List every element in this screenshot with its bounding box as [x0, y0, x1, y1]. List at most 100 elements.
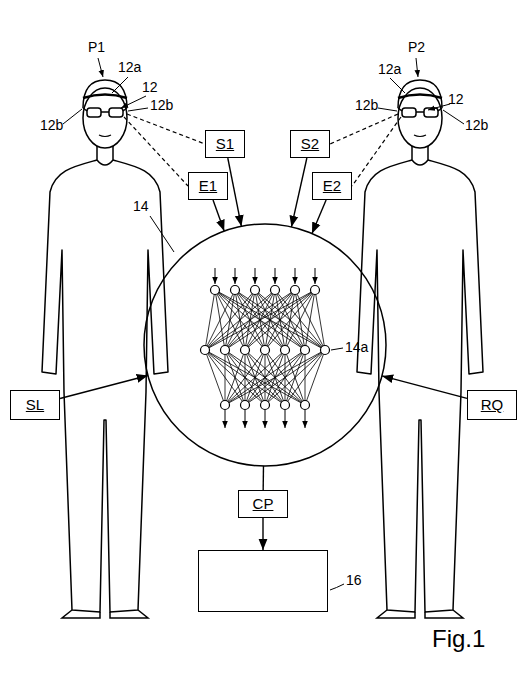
- synapse-line: [225, 350, 226, 405]
- callout-number: 12b: [355, 98, 378, 113]
- input-arrow: [315, 268, 316, 284]
- output-arrow: [245, 410, 246, 428]
- signal-arrow: [262, 466, 264, 490]
- leader-line: [443, 110, 464, 124]
- box-label: S2: [301, 136, 319, 153]
- callout-number: 12a: [378, 62, 401, 77]
- synapse-line: [205, 350, 225, 405]
- leader-arrow: [428, 104, 450, 110]
- synapse-line: [205, 290, 315, 350]
- synapse-line: [225, 350, 265, 405]
- neuron: [301, 346, 310, 355]
- leader-line: [128, 108, 148, 111]
- sensor-box: E2: [312, 172, 352, 200]
- input-arrow: [235, 268, 236, 284]
- synapse-line: [225, 350, 285, 405]
- input-arrow: [295, 268, 296, 284]
- callout-number: 12b: [40, 118, 63, 133]
- synapse-line: [225, 350, 305, 405]
- box-label: E1: [199, 178, 217, 195]
- synapse-line: [305, 290, 315, 350]
- leader-line: [331, 348, 343, 350]
- neuron: [311, 286, 320, 295]
- signal-arrow: [228, 158, 242, 226]
- leader-arrow: [416, 58, 418, 77]
- leader-line: [150, 216, 174, 252]
- dashed-beam: [352, 117, 401, 186]
- output-arrow: [285, 410, 286, 428]
- box-label: SL: [26, 397, 44, 414]
- synapse-line: [265, 290, 315, 350]
- callout-number: 12b: [150, 98, 173, 113]
- sensor-box: S2: [290, 130, 330, 158]
- callout-number: 12a: [118, 60, 141, 75]
- box-label: E2: [323, 178, 341, 195]
- dashed-beam: [127, 114, 205, 144]
- synapse-line: [205, 350, 305, 405]
- figure-number: Fig.1: [432, 626, 485, 652]
- person-right: [357, 80, 483, 618]
- synapse-line: [205, 290, 255, 350]
- neural-network: [201, 268, 330, 428]
- synapse-line: [245, 350, 325, 405]
- synapse-line: [205, 290, 215, 350]
- synapse-line: [205, 290, 295, 350]
- synapse-line: [205, 350, 265, 405]
- neuron: [221, 401, 230, 410]
- leader-lines: [63, 58, 464, 590]
- signal-arrow: [382, 376, 467, 398]
- synapse-line: [205, 350, 285, 405]
- output-arrow: [265, 410, 266, 428]
- neuron: [211, 286, 220, 295]
- box-label: RQ: [481, 397, 504, 414]
- result-box: 16: [198, 550, 328, 612]
- neuron: [281, 346, 290, 355]
- person-left: [42, 80, 168, 618]
- leader-line: [330, 584, 344, 590]
- synapse-line: [205, 290, 275, 350]
- synapse-line: [295, 290, 325, 350]
- box-label: S1: [216, 136, 234, 153]
- leader-line: [390, 78, 405, 93]
- box-label: CP: [253, 496, 274, 513]
- sensor-box: E1: [188, 172, 228, 200]
- synapse-line: [235, 290, 325, 350]
- neuron: [231, 286, 240, 295]
- input-box: RQ: [467, 390, 517, 420]
- neuron: [251, 286, 260, 295]
- neuron: [291, 286, 300, 295]
- synapse-line: [255, 290, 325, 350]
- synapse-line: [275, 290, 325, 350]
- input-arrow: [275, 268, 276, 284]
- leader-line: [112, 77, 128, 93]
- synapse-line: [285, 290, 315, 350]
- synapse-line: [265, 350, 325, 405]
- circle-outline: [144, 224, 386, 466]
- synapse-line: [225, 350, 245, 405]
- callout-number: P1: [88, 40, 105, 55]
- neuron: [241, 401, 250, 410]
- synapse-line: [315, 290, 325, 350]
- synapse-line: [205, 350, 245, 405]
- synapse-line: [225, 350, 325, 405]
- synapse-line: [225, 350, 305, 405]
- output-box: CP: [238, 490, 288, 518]
- synapse-line: [225, 290, 315, 350]
- signal-arrow: [291, 158, 306, 227]
- leader-arrow: [121, 96, 146, 108]
- neuron: [261, 346, 270, 355]
- synapse-line: [215, 290, 325, 350]
- callout-number: 14a: [345, 340, 368, 355]
- signal-arrow: [213, 200, 224, 231]
- neuron: [221, 346, 230, 355]
- neuron: [271, 286, 280, 295]
- callout-number: 12b: [465, 118, 488, 133]
- neuron: [301, 401, 310, 410]
- synapse-line: [305, 350, 325, 405]
- reference-numeral: 16: [346, 573, 362, 588]
- sensor-box: S1: [205, 130, 245, 158]
- neuron: [201, 346, 210, 355]
- signal-arrow: [312, 200, 326, 233]
- input-arrow: [255, 268, 256, 284]
